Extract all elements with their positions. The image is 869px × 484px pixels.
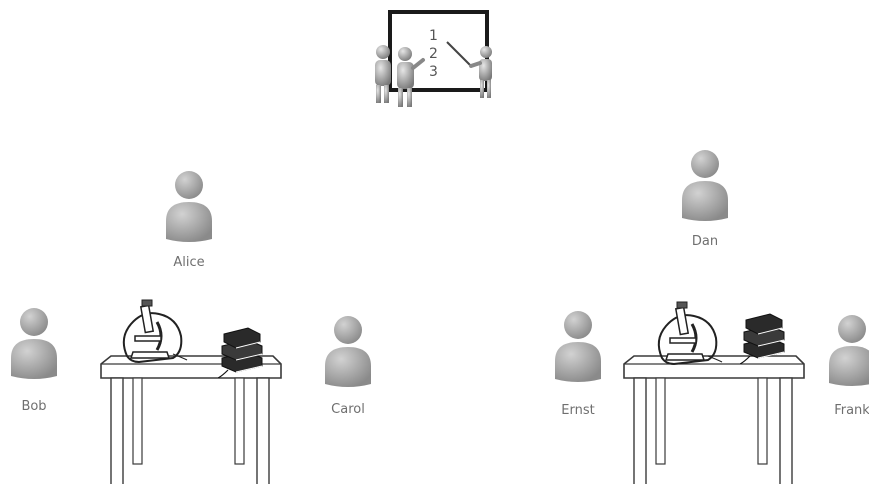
person-icon [322, 314, 374, 388]
person-head [175, 171, 203, 199]
person-icon [826, 313, 869, 387]
person-icon [163, 169, 215, 243]
person-head [334, 316, 362, 344]
person-head [691, 150, 719, 178]
books-icon [218, 322, 266, 378]
person-head [20, 308, 48, 336]
person-body [325, 347, 371, 387]
board-line-1: 1 [429, 28, 438, 44]
microscope-icon [117, 296, 189, 368]
person-name-label: Dan [692, 234, 718, 249]
person-body [555, 342, 601, 382]
microscope-icon [652, 298, 724, 370]
person-body [11, 339, 57, 379]
person-body [166, 202, 212, 242]
board-line-2: 2 [429, 46, 438, 62]
person-name-label: Alice [173, 255, 204, 270]
person-name-label: Bob [21, 399, 46, 414]
person-head [838, 315, 866, 343]
person-name-label: Frank [834, 403, 869, 418]
person-icon [679, 148, 731, 222]
table-icon [620, 354, 810, 484]
person-body [829, 346, 869, 386]
person-name-label: Ernst [561, 403, 594, 418]
board-line-3: 3 [429, 64, 438, 80]
person-name-label: Carol [331, 402, 365, 417]
person-head [564, 311, 592, 339]
whiteboard-icon: 1 2 3 [365, 8, 505, 112]
person-icon [8, 306, 60, 380]
person-body [682, 181, 728, 221]
books-icon [740, 308, 788, 364]
person-icon [552, 309, 604, 383]
